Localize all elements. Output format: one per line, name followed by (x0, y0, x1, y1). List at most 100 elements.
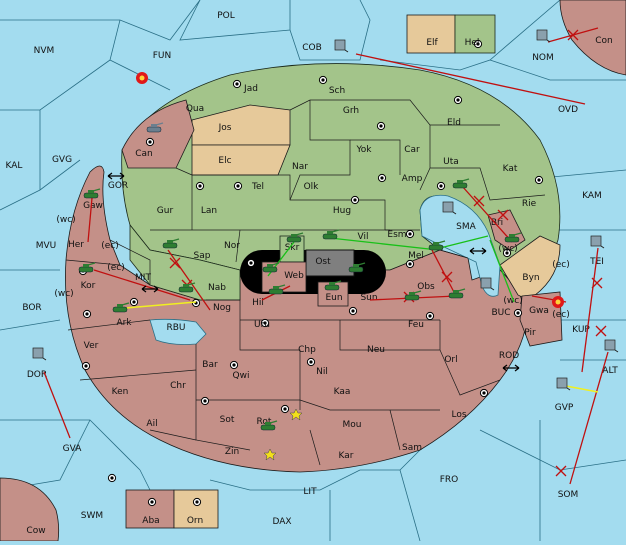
territory-label[interactable]: ALT (602, 366, 618, 376)
army-unit-icon[interactable] (324, 280, 342, 291)
territory-label[interactable]: (wc) (56, 215, 75, 225)
territory-label[interactable]: Elc (218, 156, 231, 166)
fleet-unit-icon[interactable] (480, 277, 495, 291)
territory-label[interactable]: Ark (116, 318, 132, 328)
army-unit-icon[interactable] (83, 188, 101, 199)
army-unit-icon[interactable] (286, 232, 304, 243)
territory-label[interactable]: DOR (27, 370, 47, 380)
territory-label[interactable]: Mel (408, 251, 424, 261)
territory-label[interactable]: Hel (465, 38, 480, 48)
fleet-unit-icon[interactable] (536, 29, 551, 43)
territory-label[interactable]: Con (595, 36, 613, 46)
territory-cow[interactable] (0, 477, 60, 542)
territory-label[interactable]: Qua (186, 104, 204, 114)
army-unit-icon[interactable] (504, 232, 522, 243)
territory-label[interactable]: Hil (252, 298, 264, 308)
sea-label[interactable]: BOR (22, 303, 41, 313)
territory-label[interactable]: Vil (358, 232, 369, 242)
territory-con[interactable] (559, 0, 626, 76)
sea-label[interactable]: SMA (456, 222, 476, 232)
territory-label[interactable]: Rot (257, 417, 272, 427)
territory-label[interactable]: Qwi (233, 371, 250, 381)
territory-label[interactable]: Tel (251, 182, 264, 192)
territory-orn[interactable] (173, 489, 219, 529)
territory-label[interactable]: Nab (208, 283, 226, 293)
territory-label[interactable]: Car (404, 145, 420, 155)
territory-label[interactable]: Nil (316, 367, 328, 377)
territory-label[interactable]: Web (284, 271, 304, 281)
sea-label[interactable]: MIT (135, 273, 151, 283)
territory-label[interactable]: Bar (202, 360, 218, 370)
territory-label[interactable]: Olk (304, 182, 320, 192)
territory-web[interactable] (261, 261, 307, 293)
territory-label[interactable]: Amp (402, 174, 423, 184)
sea-label[interactable]: KAM (582, 191, 602, 201)
army-unit-icon[interactable] (260, 420, 278, 431)
territory-label[interactable]: Sot (220, 415, 235, 425)
unit-layer[interactable] (32, 29, 619, 461)
territory-label[interactable]: Sch (329, 86, 345, 96)
sea-label[interactable]: COB (302, 43, 322, 53)
territory-jos[interactable] (191, 104, 291, 146)
territory-label[interactable]: Nar (292, 162, 308, 172)
army-unit-icon[interactable] (428, 240, 446, 251)
territory-label[interactable]: Lan (201, 206, 217, 216)
sea-label[interactable]: SOM (558, 490, 579, 500)
territory-label[interactable]: Neu (367, 345, 385, 355)
territory-label[interactable]: (ec) (101, 241, 119, 251)
sea-label[interactable]: LIT (303, 487, 317, 497)
sea-label[interactable]: KAL (6, 161, 23, 171)
territory-label[interactable]: Sam (402, 443, 422, 453)
fleet-unit-icon[interactable] (604, 339, 619, 353)
territory-label[interactable]: Ver (84, 341, 99, 351)
territory-label[interactable]: Can (135, 149, 153, 159)
territory-label[interactable]: Grh (343, 106, 359, 116)
territory-label[interactable]: Kaa (334, 387, 351, 397)
sea-label[interactable]: MVU (36, 241, 57, 251)
sea-label[interactable]: GVP (555, 403, 574, 413)
sea-label[interactable]: SWM (81, 511, 103, 521)
territory-label[interactable]: Jad (243, 84, 258, 94)
sea-label[interactable]: RBU (166, 323, 185, 333)
territory-label[interactable]: Obs (417, 282, 435, 292)
territory-label[interactable]: Chp (298, 345, 316, 355)
army-unit-icon[interactable] (322, 229, 340, 240)
territory-label[interactable]: Feu (408, 320, 424, 330)
territory-label[interactable]: Mou (343, 420, 362, 430)
territory-elc[interactable] (191, 144, 291, 176)
territory-label[interactable]: Gaw (83, 201, 103, 211)
territory-label[interactable]: Cow (26, 526, 45, 536)
army-unit-icon[interactable] (268, 284, 286, 295)
territory-label[interactable]: Skr (285, 243, 300, 253)
fleet-unit-icon[interactable] (590, 235, 605, 249)
territory-label[interactable]: Uru (254, 320, 270, 330)
territory-label[interactable]: Chr (170, 381, 186, 391)
sea-label[interactable]: GOR (108, 181, 128, 191)
landmass-south[interactable] (65, 165, 529, 473)
territory-label[interactable]: Orn (187, 516, 203, 526)
sea-sma-inlet[interactable] (419, 194, 501, 297)
sea-label[interactable]: NVM (34, 46, 55, 56)
territory-label[interactable]: (wc) (498, 244, 517, 254)
sea-label[interactable]: GVG (52, 155, 72, 165)
territory-label[interactable]: (wc) (54, 289, 73, 299)
territory-label[interactable]: Ail (146, 419, 157, 429)
army-unit-icon[interactable] (448, 288, 466, 299)
territory-label[interactable]: Elf (426, 38, 438, 48)
fleet-unit-icon[interactable] (334, 39, 349, 53)
sea-label[interactable]: KUP (572, 325, 590, 335)
territory-label[interactable]: Yok (355, 145, 372, 155)
territory-label[interactable]: Nor (224, 241, 240, 251)
army-unit-icon[interactable] (262, 262, 280, 273)
sea-label[interactable]: GVA (63, 444, 83, 454)
fleet-unit-icon[interactable] (32, 347, 47, 361)
territory-label[interactable]: (ec) (552, 310, 570, 320)
sea-label[interactable]: BUC (491, 308, 510, 318)
sea-rbu-inlet[interactable] (149, 318, 207, 345)
army-unit-icon[interactable] (178, 282, 196, 293)
territory-label[interactable]: Aba (142, 516, 159, 526)
territory-label[interactable]: (ec) (552, 260, 570, 270)
territory-label[interactable]: Orl (444, 355, 457, 365)
territory-label[interactable]: Eld (447, 118, 461, 128)
